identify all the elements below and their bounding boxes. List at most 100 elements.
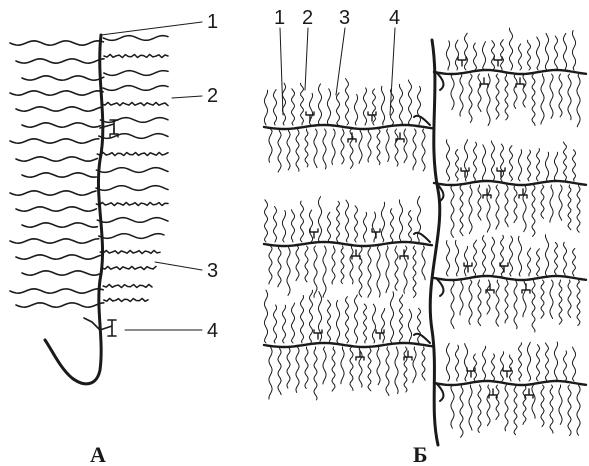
panel-b-label: Б [413, 442, 428, 466]
panel-b-filament [500, 235, 503, 276]
panel-b-filament [399, 84, 402, 125]
panel-b-filament [465, 33, 468, 70]
panel-b-filament [568, 185, 571, 230]
panel-b-filament [514, 385, 517, 435]
panel-b-filament [455, 150, 458, 182]
panel-b-filament [554, 152, 557, 181]
panel-b-filament [496, 74, 499, 119]
panel-b-filament [478, 385, 481, 433]
panel-b-filament [386, 246, 389, 293]
panel-b-filament [446, 140, 449, 181]
panel-b-filament [563, 33, 566, 70]
panel-b-filament [282, 211, 285, 243]
panel-a-left-branch [16, 157, 97, 161]
panel-b-filament [273, 90, 276, 125]
panel-b-filament [345, 200, 348, 242]
panel-b-branch-mark [464, 263, 472, 272]
panel-a-callout-3: 3 [207, 260, 218, 282]
panel-b-filament [273, 305, 276, 343]
panel-b-filament [469, 185, 472, 234]
panel-b-filament [399, 295, 402, 343]
panel-b-filament [473, 240, 476, 276]
panel-a-right-branch [97, 152, 168, 155]
panel-b: 1 2 3 4 Б [264, 7, 586, 466]
panel-a-right-branch [96, 186, 168, 191]
panel-b-filament [372, 212, 375, 242]
panel-b-filament [509, 28, 512, 70]
panel-b-filament [399, 200, 402, 242]
panel-b-filament [363, 304, 366, 343]
panel-b-callout-3: 3 [339, 7, 350, 29]
panel-b-filament [390, 209, 393, 242]
panel-b-filament [300, 296, 303, 344]
panel-b-filament [527, 40, 530, 70]
panel-b-filament [554, 342, 557, 381]
panel-b-filament [482, 145, 485, 181]
panel-a-right-branch [104, 298, 148, 301]
panel-b-filament [478, 280, 481, 326]
panel-b-callout-lines [280, 28, 395, 115]
panel-b-filament [559, 74, 562, 117]
panel-b-filament [404, 129, 407, 163]
panel-b-filament [491, 41, 494, 70]
panel-b-filament [305, 347, 308, 389]
panel-b-filament [568, 385, 571, 436]
panel-b-filament [518, 44, 521, 70]
panel-b-filament [296, 246, 299, 281]
panel-b-filament [554, 36, 557, 70]
panel-b-filament [310, 210, 313, 242]
panel-b-filament [451, 385, 454, 428]
panel-b-filament [469, 385, 472, 430]
panel-b-filament [278, 129, 281, 172]
panel-a-callout-lines [101, 22, 202, 330]
panel-b-branch-mark [480, 78, 488, 87]
panel-b-filament [287, 129, 290, 170]
panel-b-filament [305, 246, 308, 282]
panel-b-filament [408, 211, 411, 243]
panel-b-filament [368, 347, 371, 391]
panel-b-filament [464, 344, 467, 381]
panel-b-filament [314, 246, 317, 297]
panel-a-left-branch [16, 255, 100, 259]
panel-b-filament [292, 89, 295, 125]
panel-b-callout-2: 2 [302, 7, 313, 29]
panel-b-filament [327, 300, 330, 343]
panel-b-filament [354, 295, 357, 343]
panel-b-filament [350, 246, 353, 284]
panel-b-filament [550, 185, 553, 222]
panel-b-left-row-axis [264, 343, 432, 347]
panel-b-filament [451, 185, 454, 238]
panel-b-filament [341, 246, 344, 284]
panel-b-filament [527, 342, 530, 381]
panel-b-filament [300, 83, 303, 125]
panel-b-filament [328, 212, 331, 242]
panel-b-filament [518, 150, 521, 181]
panel-b-filament [465, 246, 468, 276]
panel-b-filament [563, 242, 566, 276]
panel-a-right-branch [99, 134, 168, 139]
panel-b-filament [460, 74, 463, 116]
panel-b-filament [282, 305, 285, 343]
panel-a-label: А [90, 442, 106, 466]
panel-b-filament [510, 236, 513, 276]
panel-b-filament [296, 347, 299, 392]
panel-b-branch-mark [522, 284, 530, 293]
panel-b-left-row-axis [264, 125, 432, 129]
panel-b-filament [274, 207, 277, 243]
panel-b-filament [417, 86, 420, 125]
panel-b-filament [577, 385, 580, 435]
panel-a-left-branch [22, 173, 96, 177]
panel-b-filament [381, 309, 384, 344]
panel-b-filament [446, 241, 449, 276]
panel-b-filament [269, 246, 272, 284]
panel-b-filament [532, 185, 535, 236]
panel-b-filament [496, 280, 499, 326]
panel-b-filament [381, 86, 384, 125]
panel-b-drawing [264, 28, 586, 445]
panel-b-filament [577, 185, 580, 232]
panel-b-filament [573, 150, 576, 181]
panel-b-filament [408, 309, 411, 343]
panel-b-filament [422, 129, 425, 171]
panel-b-filament [456, 345, 459, 381]
